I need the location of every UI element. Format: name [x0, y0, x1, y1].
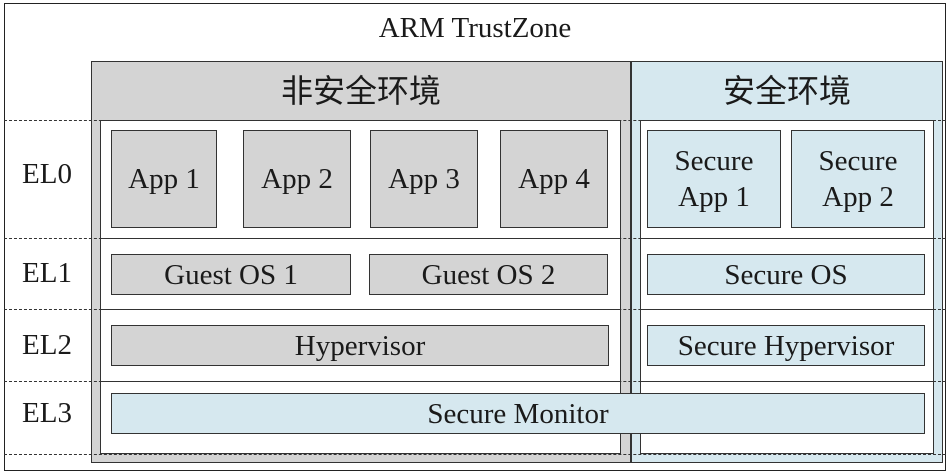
secure-app-box: Secure App 2	[791, 130, 925, 228]
guest-os-box: Guest OS 1	[111, 254, 351, 295]
app-box: App 4	[500, 130, 608, 228]
secure-hypervisor-box: Secure Hypervisor	[647, 325, 925, 366]
secure-os-box: Secure OS	[647, 254, 925, 295]
level-label-el2: EL2	[22, 329, 72, 361]
app-box: App 3	[370, 130, 478, 228]
secure-zone-title: 安全环境	[722, 73, 851, 109]
secure-app-box: Secure App 1	[647, 130, 781, 228]
hypervisor-box: Hypervisor	[111, 325, 609, 366]
level-separator	[4, 120, 946, 121]
level-label-el3: EL3	[22, 397, 72, 429]
app-box: App 1	[111, 130, 217, 228]
level-separator	[4, 381, 946, 382]
level-separator	[4, 309, 946, 310]
level-separator	[4, 238, 946, 239]
level-label-el1: EL1	[22, 257, 72, 289]
level-label-el0: EL0	[22, 158, 72, 190]
level-separator	[4, 454, 946, 455]
diagram-title: ARM TrustZone	[378, 12, 572, 44]
app-box: App 2	[243, 130, 351, 228]
non-secure-zone-title: 非安全环境	[280, 73, 441, 109]
guest-os-box: Guest OS 2	[369, 254, 608, 295]
secure-monitor-box: Secure Monitor	[111, 393, 925, 434]
diagram-frame	[4, 3, 946, 471]
